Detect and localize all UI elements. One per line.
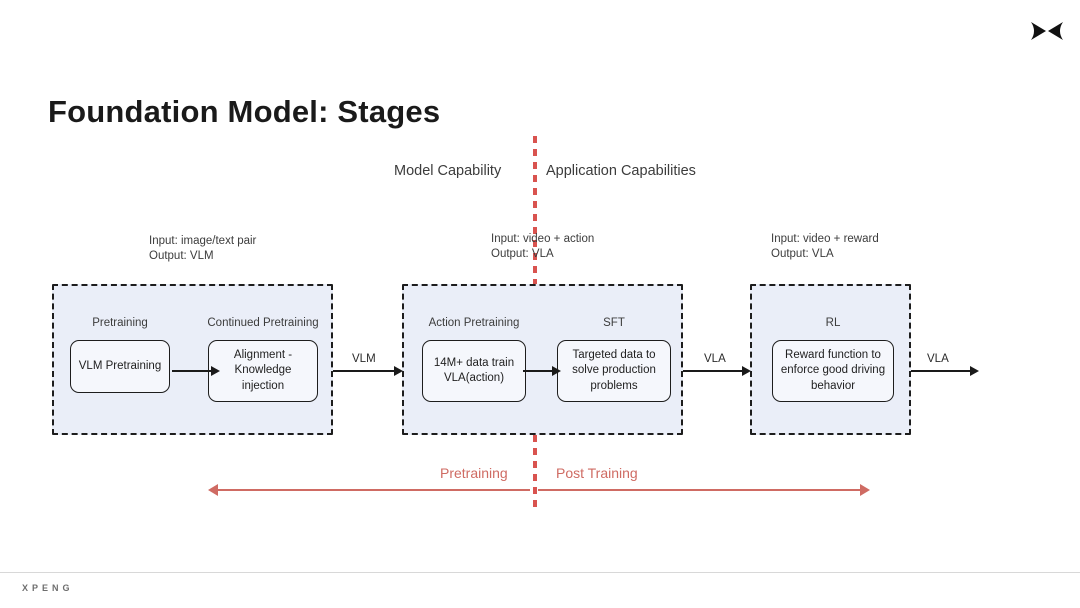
phase-arrow-pretraining xyxy=(208,484,530,496)
footer-divider xyxy=(0,572,1080,573)
io-label-2: Input: video + action Output: VLA xyxy=(491,232,594,262)
connector-arrow-2 xyxy=(333,365,403,377)
caption-model-capability: Model Capability xyxy=(394,163,502,179)
stage-node: VLM Pretraining xyxy=(70,340,170,393)
stage-pretraining: Pretraining VLM Pretraining xyxy=(64,286,176,433)
io-label-3: Input: video + reward Output: VLA xyxy=(771,232,879,262)
arrow-line xyxy=(523,370,554,372)
phase-arrow-post-training xyxy=(538,484,870,496)
stage-action-pretraining: Action Pretraining 14M+ data train VLA(a… xyxy=(414,286,534,433)
connector-arrow-3 xyxy=(523,365,561,377)
io-output-line: Output: VLM xyxy=(149,250,214,262)
stage-node: Targeted data to solve production proble… xyxy=(557,340,671,402)
stage-sft: SFT Targeted data to solve production pr… xyxy=(552,286,676,433)
io-input-line: Input: image/text pair xyxy=(149,235,257,247)
arrow-head-icon xyxy=(970,365,979,376)
group-rl: RL Reward function to enforce good drivi… xyxy=(750,284,911,435)
connector-label-vla-2: VLA xyxy=(927,353,949,365)
arrow-head-right-icon xyxy=(860,484,870,496)
io-input-line: Input: video + action xyxy=(491,233,595,245)
stage-node: Reward function to enforce good driving … xyxy=(772,340,894,402)
caption-application-capabilities: Application Capabilities xyxy=(546,163,696,179)
arrow-line xyxy=(217,489,530,491)
stage-title: Action Pretraining xyxy=(428,317,520,329)
connector-label-vla-1: VLA xyxy=(704,353,726,365)
arrow-head-icon xyxy=(211,365,220,376)
connector-label-vlm: VLM xyxy=(352,353,376,365)
xpeng-bowtie-icon xyxy=(1030,18,1064,44)
stage-title: RL xyxy=(825,317,841,329)
footer-brand-xpeng: XPENG xyxy=(22,583,74,593)
stage-node: 14M+ data train VLA(action) xyxy=(422,340,526,402)
arrow-head-icon xyxy=(394,365,403,376)
stage-rl: RL Reward function to enforce good drivi… xyxy=(758,286,908,433)
arrow-head-left-icon xyxy=(208,484,218,496)
arrow-head-icon xyxy=(552,365,561,376)
arrow-line xyxy=(683,370,744,372)
stage-continued-pretraining: Continued Pretraining Alignment - Knowle… xyxy=(202,286,324,433)
phase-label-pretraining: Pretraining xyxy=(440,465,508,481)
connector-arrow-5 xyxy=(911,365,979,377)
group-pretraining: Pretraining VLM Pretraining Continued Pr… xyxy=(52,284,333,435)
io-label-1: Input: image/text pair Output: VLM xyxy=(149,234,256,264)
io-output-line: Output: VLA xyxy=(771,248,834,260)
phase-label-post-training: Post Training xyxy=(556,465,638,481)
connector-arrow-4 xyxy=(683,365,751,377)
stage-title: Continued Pretraining xyxy=(207,317,319,329)
connector-arrow-1 xyxy=(172,365,220,377)
stage-title: SFT xyxy=(603,317,625,329)
group-action-sft: Action Pretraining 14M+ data train VLA(a… xyxy=(402,284,683,435)
stage-node: Alignment - Knowledge injection xyxy=(208,340,318,402)
arrow-line xyxy=(911,370,972,372)
io-input-line: Input: video + reward xyxy=(771,233,879,245)
arrow-line xyxy=(333,370,396,372)
arrow-line xyxy=(172,370,213,372)
io-output-line: Output: VLA xyxy=(491,248,554,260)
page-title: Foundation Model: Stages xyxy=(48,94,441,129)
arrow-head-icon xyxy=(742,365,751,376)
arrow-line xyxy=(538,489,861,491)
stage-title: Pretraining xyxy=(92,317,148,329)
